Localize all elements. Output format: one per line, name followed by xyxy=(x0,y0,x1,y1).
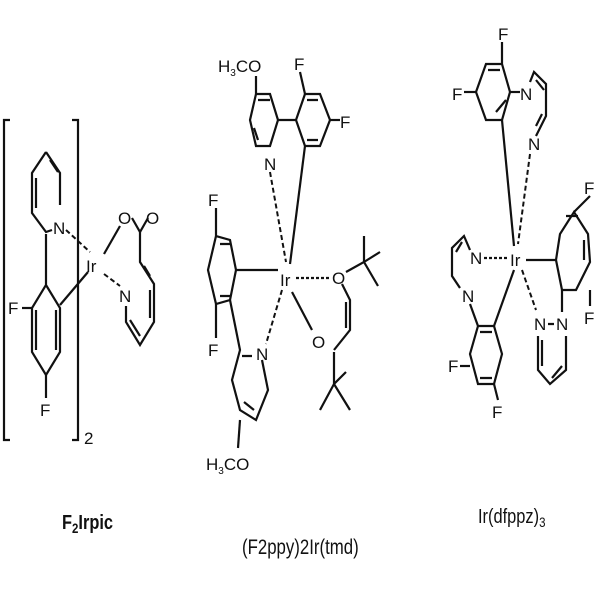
f2-atom-c3: F xyxy=(452,85,462,104)
f4-atom: F xyxy=(208,341,218,360)
top-pyrazole-ring xyxy=(528,70,548,137)
n-bottom-atom: N xyxy=(256,345,268,364)
f-bottom-atom: F xyxy=(40,401,50,420)
n-top-ir-bond-c3 xyxy=(517,153,531,245)
left-bracket xyxy=(2,118,10,442)
n4-atom-c3: N xyxy=(462,287,474,306)
n-bottom-ir-bond xyxy=(265,289,283,345)
bottom-left-phenyl-double-bonds xyxy=(480,330,492,380)
bottom-left-phenyl-ring xyxy=(468,303,504,386)
o-carboxylate-atom: O xyxy=(118,209,131,228)
compound-label-f2irpic: F2Irpic xyxy=(62,512,113,536)
f5-atom-c3: F xyxy=(584,179,594,198)
f2-atom: F xyxy=(340,113,350,132)
label-f2irpic-rest: Irpic xyxy=(78,512,114,534)
bottom-right-pyrazole-ring xyxy=(536,336,568,386)
n-top-ir-bond xyxy=(269,171,287,263)
ir-metal-center-3: Ir xyxy=(510,251,521,270)
left-pyrazole-ring xyxy=(450,234,472,289)
top-pyridine-double-bonds xyxy=(252,98,270,141)
ir-metal-center: Ir xyxy=(86,257,97,276)
c-top-ir-bond xyxy=(288,145,307,265)
top-phenyl-ring-c3 xyxy=(474,42,512,122)
tbutyl-bottom xyxy=(319,352,351,411)
label-ir-dfppz3-main: Ir(dfppz) xyxy=(478,506,540,528)
n6-atom-c3: N xyxy=(556,315,568,334)
n1-atom-c3: N xyxy=(520,85,532,104)
top-phenyl-ring xyxy=(278,92,332,148)
f6-atom-c3: F xyxy=(584,309,594,328)
f1-atom-c3: F xyxy=(498,25,508,44)
left-phenyl-ring xyxy=(206,208,238,306)
picolinate-ring xyxy=(124,232,156,348)
compound-ir-dfppz3-structure: F F N N Ir N N F F F F N xyxy=(448,25,594,422)
n2-atom-c3: N xyxy=(528,135,540,154)
top-phenyl-double-bonds xyxy=(307,98,318,142)
methoxy-top-h: H3CO xyxy=(218,57,261,79)
compound-label-f2ppy2ir-tmd: (F2ppy)2Ir(tmd) xyxy=(242,536,359,559)
tmd-backbone xyxy=(333,283,352,351)
o-bottom-ir-bond xyxy=(291,291,313,331)
f-top-atom: F xyxy=(8,299,18,318)
f1-atom: F xyxy=(294,55,304,74)
n-top-atom: N xyxy=(264,155,276,174)
right-phenyl-ring xyxy=(526,209,592,292)
phenyl-double-bonds xyxy=(34,310,58,350)
compound-label-ir-dfppz3: Ir(dfppz)3 xyxy=(478,506,545,530)
c-top-ir-bond-c3 xyxy=(500,119,516,247)
n-ir-picolinate-bond xyxy=(103,273,121,287)
n5-atom-c3: N xyxy=(534,315,546,334)
top-pyridine-ring xyxy=(248,76,280,148)
difluorophenyl-ring xyxy=(30,234,62,378)
f4-bond-c3 xyxy=(492,383,500,401)
pyrazole-nn-bond xyxy=(548,290,564,326)
o-ir-bond xyxy=(103,225,121,255)
methoxy-bottom: H3CO xyxy=(206,455,249,477)
top-phenyl-double-bonds-c3 xyxy=(488,68,507,113)
tbutyl-top xyxy=(345,236,381,287)
label-f2irpic-sub: 2 xyxy=(72,520,79,536)
left-phenyl-double-bonds xyxy=(220,242,230,298)
n3-atom-c3: N xyxy=(470,249,482,268)
n-bottomright-ir-bond xyxy=(521,269,537,311)
n-pyridine-atom: N xyxy=(53,219,65,238)
f3-atom: F xyxy=(208,191,218,210)
bottom-pyridine-ring xyxy=(228,299,270,422)
f5-bond-c3 xyxy=(573,195,591,213)
label-ir-dfppz3-sub: 3 xyxy=(539,514,546,530)
right-bracket xyxy=(72,118,80,442)
n-ir-coordination-bond xyxy=(65,229,91,253)
pyridine-ring xyxy=(30,151,62,234)
o-bottom-atom: O xyxy=(312,333,325,352)
pyridine-double-bonds xyxy=(34,159,59,208)
c-bottomleft-ir-bond xyxy=(492,269,516,327)
f4-atom-c3: F xyxy=(492,403,502,422)
right-phenyl-double-bonds xyxy=(566,214,586,260)
o-carbonyl-atom: O xyxy=(146,209,159,228)
f3-atom-c3: F xyxy=(448,357,458,376)
ir-metal-center-2: Ir xyxy=(280,271,291,290)
methoxy-bottom-bond xyxy=(236,419,242,449)
n-picolinate-atom: N xyxy=(119,287,131,306)
compound-f2irpic-structure: 2 N F F Ir O O N xyxy=(2,118,159,448)
compound-f2ppy2ir-tmd-structure: H3CO N F F Ir F F N H3CO O xyxy=(206,55,381,477)
f1-bond xyxy=(298,71,307,95)
picolinate-double-bonds xyxy=(129,265,152,337)
c-ir-bond xyxy=(59,271,89,306)
bracket-multiplier: 2 xyxy=(84,429,93,448)
bottom-pyridine-double-bonds xyxy=(242,354,255,411)
label-f2irpic-main: F xyxy=(62,512,73,534)
o-top-atom: O xyxy=(332,269,345,288)
